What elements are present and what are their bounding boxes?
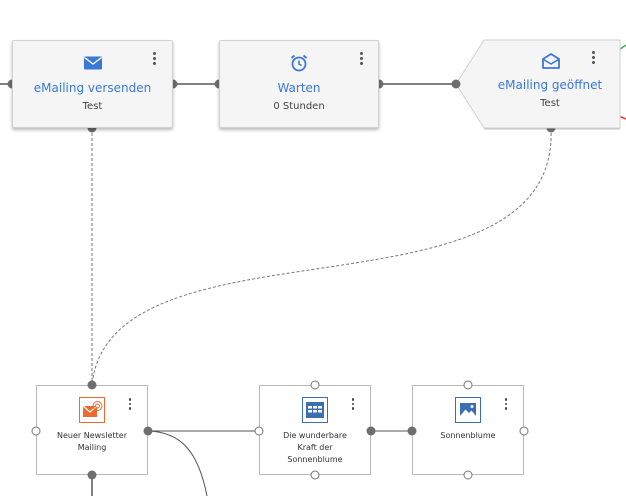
node-subtitle: Test — [540, 98, 560, 109]
node-emailing-versenden[interactable]: eMailing versenden Test — [12, 40, 173, 128]
asset-label: Neuer Newsletter Mailing — [57, 431, 127, 452]
asset-label: Die wunderbare Kraft der Sonnenblume — [283, 431, 347, 464]
dashed-connector — [91, 127, 552, 386]
asset-menu-button[interactable] — [350, 398, 356, 412]
node-title: Warten — [277, 81, 321, 95]
asset-menu-button[interactable] — [127, 398, 133, 412]
node-title: eMailing geöffnet — [497, 78, 603, 92]
node-emailing-geoeffnet-shape[interactable] — [452, 38, 626, 132]
node-menu-button[interactable] — [590, 51, 596, 65]
asset-image[interactable]: Sonnenblume — [412, 385, 524, 475]
alarm-clock-icon — [290, 54, 308, 72]
envelope-icon — [83, 56, 102, 70]
asset-newsletter-mailing[interactable]: Neuer Newsletter Mailing — [36, 385, 148, 475]
node-emailing-geoeffnet[interactable]: eMailing geöffnet Test — [484, 40, 616, 128]
landing-page-icon — [302, 397, 328, 423]
node-title: eMailing versenden — [33, 81, 152, 95]
envelope-open-icon — [542, 53, 560, 69]
connector-line — [147, 430, 208, 496]
node-warten[interactable]: Warten 0 Stunden — [219, 40, 379, 128]
asset-landing-page[interactable]: Die wunderbare Kraft der Sonnenblume — [259, 385, 371, 475]
newsletter-mailing-icon — [79, 397, 105, 423]
node-menu-button[interactable] — [358, 52, 364, 66]
image-icon — [455, 397, 481, 423]
asset-menu-button[interactable] — [503, 398, 509, 412]
asset-label: Sonnenblume — [440, 431, 496, 440]
node-subtitle: Test — [82, 101, 103, 112]
node-menu-button[interactable] — [151, 52, 157, 66]
node-subtitle: 0 Stunden — [273, 101, 325, 112]
